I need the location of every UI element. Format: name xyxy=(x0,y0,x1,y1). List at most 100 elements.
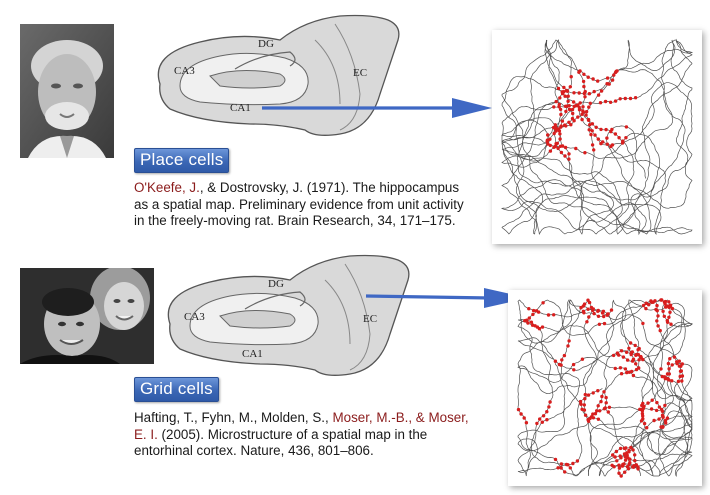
spike-dot xyxy=(605,76,610,80)
spike-dot xyxy=(564,124,568,128)
spike-dot xyxy=(612,73,616,77)
trajectory-path xyxy=(517,299,693,477)
spike-dot xyxy=(541,414,546,418)
spike-dot xyxy=(615,459,619,463)
spike-dot xyxy=(619,349,624,353)
spike-dot xyxy=(590,122,595,126)
spike-dot xyxy=(603,99,608,104)
spike-dot xyxy=(535,421,539,426)
spike-dot xyxy=(557,129,562,133)
spike-dot xyxy=(641,303,646,308)
grid-cell-plot xyxy=(508,290,702,486)
spike-dot xyxy=(559,150,564,155)
spike-dot xyxy=(629,445,633,450)
citation-text-bottom-after: (2005). Microstructure of a spatial map … xyxy=(134,426,428,459)
spike-dot xyxy=(592,311,596,316)
spike-dot xyxy=(662,375,667,379)
spike-dot xyxy=(610,127,614,132)
spike-dot xyxy=(655,309,659,313)
spike-dot xyxy=(675,360,679,364)
spike-dot xyxy=(613,132,618,136)
spike-dot xyxy=(637,358,641,362)
spike-dot xyxy=(625,465,630,469)
spike-dot xyxy=(657,417,661,421)
spike-dot xyxy=(598,101,603,105)
spike-dot xyxy=(604,401,608,405)
spike-dot xyxy=(622,452,627,456)
spike-dot xyxy=(623,458,628,462)
spike-dot xyxy=(553,126,557,131)
spike-dot xyxy=(587,300,592,305)
place-cell-plot xyxy=(492,30,702,244)
spike-dot xyxy=(548,400,552,404)
spike-dot xyxy=(610,78,615,82)
spike-dot xyxy=(556,146,560,151)
spike-dot xyxy=(639,419,644,423)
spike-dot xyxy=(591,77,595,81)
spike-dot xyxy=(559,112,563,117)
spike-dot xyxy=(558,96,562,100)
spike-dot xyxy=(558,132,562,136)
spike-dot xyxy=(554,99,558,104)
spike-dot xyxy=(613,455,617,459)
spike-dot xyxy=(586,75,590,79)
spike-dot xyxy=(560,358,564,362)
spike-dot xyxy=(600,311,605,315)
spike-dot xyxy=(569,75,573,79)
spike-dot xyxy=(602,321,607,326)
spike-dot xyxy=(655,303,659,308)
citation-text-top: , & Dostrovsky, J. (1971). The hippocamp… xyxy=(134,180,464,229)
spike-dot xyxy=(531,312,535,317)
spike-dot xyxy=(578,399,583,404)
spike-dot xyxy=(584,113,588,117)
spike-dot xyxy=(588,123,592,127)
spike-dot xyxy=(572,119,576,123)
spike-dot xyxy=(562,353,567,358)
spike-dot xyxy=(600,394,604,399)
spike-dot xyxy=(565,89,570,93)
spike-dot xyxy=(558,137,562,141)
spike-dot xyxy=(599,399,603,404)
spike-dot xyxy=(655,319,659,323)
spike-dot xyxy=(567,120,571,125)
spike-dot xyxy=(658,328,662,333)
spike-dot xyxy=(563,145,568,150)
spike-dot xyxy=(628,457,632,461)
spike-dot xyxy=(624,350,629,354)
spike-dot xyxy=(575,459,580,463)
spike-dot xyxy=(613,366,617,371)
spike-dot xyxy=(607,405,612,409)
citation-text-bottom-before: Hafting, T., Fyhn, M., Molden, S., xyxy=(134,410,333,425)
spike-dot xyxy=(627,346,631,350)
spike-dot xyxy=(642,421,647,426)
region-ca1-top: CA1 xyxy=(230,102,251,114)
spike-dot xyxy=(606,410,610,414)
spike-dot xyxy=(645,426,649,430)
spike-dot xyxy=(581,79,586,84)
spike-dot xyxy=(591,391,595,395)
spike-dot xyxy=(650,398,654,402)
spike-dot xyxy=(556,466,560,470)
spike-dot xyxy=(564,462,569,467)
spike-dot xyxy=(574,146,578,151)
spike-dot xyxy=(660,298,664,302)
spike-dot xyxy=(608,100,613,105)
spike-dot xyxy=(552,145,556,149)
spike-dot xyxy=(541,301,545,305)
spike-dot xyxy=(661,309,665,313)
spike-dot xyxy=(639,407,644,412)
spike-dot xyxy=(582,302,587,306)
spike-dot xyxy=(661,414,665,419)
spike-dot xyxy=(647,303,651,307)
grid-cells-label: Grid cells xyxy=(134,377,219,402)
spike-dot xyxy=(636,348,640,352)
spike-dot xyxy=(545,410,549,414)
spike-dot xyxy=(581,110,585,114)
spike-dot xyxy=(558,107,563,112)
spike-dot xyxy=(629,352,633,357)
spike-dot xyxy=(624,125,629,129)
spike-dot xyxy=(596,417,601,421)
spike-dot xyxy=(596,309,600,313)
spike-dot xyxy=(609,308,614,312)
spike-dot xyxy=(604,127,608,132)
